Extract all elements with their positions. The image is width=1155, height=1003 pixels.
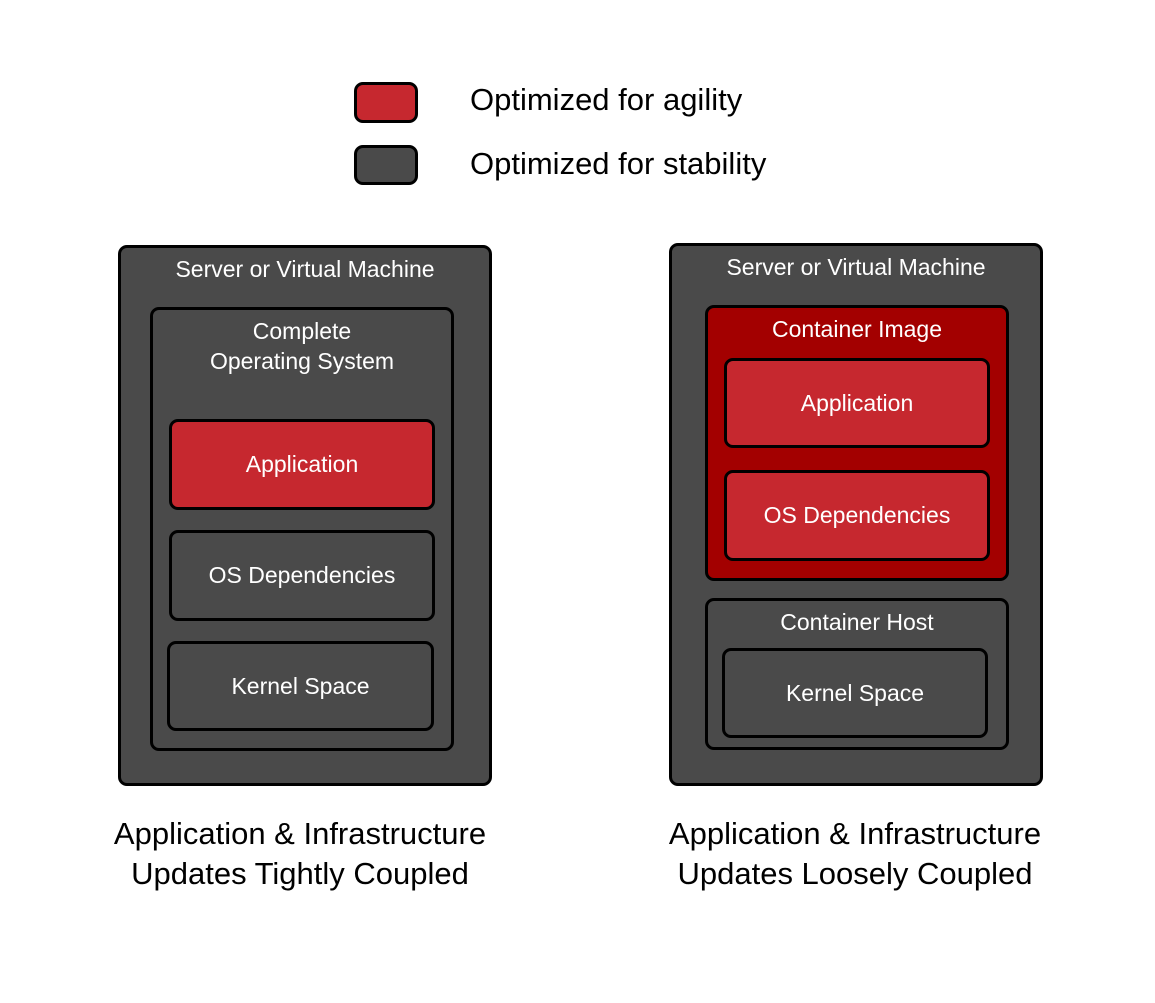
left-kernel-box: Kernel Space: [167, 641, 434, 731]
right-os-dependencies-label: OS Dependencies: [763, 502, 951, 528]
legend-swatch-agility: [354, 82, 418, 123]
right-container-image-label: Container Image: [771, 316, 943, 342]
right-container-host-label: Container Host: [780, 609, 934, 635]
legend-label-stability: Optimized for stability: [470, 146, 767, 181]
left-application-box: Application: [169, 419, 435, 510]
right-kernel-box: Kernel Space: [722, 648, 988, 738]
right-server-label: Server or Virtual Machine: [726, 254, 986, 280]
right-caption: Application & Infrastructure Updates Loo…: [668, 816, 1042, 891]
right-kernel-label: Kernel Space: [785, 679, 925, 706]
right-application-box: Application: [724, 358, 990, 448]
left-os-dependencies-box: OS Dependencies: [169, 530, 435, 621]
legend-swatch-stability: [354, 145, 418, 185]
left-kernel-label: Kernel Space: [231, 672, 370, 699]
left-os-label: Complete Operating System: [209, 318, 395, 374]
left-caption: Application & Infrastructure Updates Tig…: [113, 816, 487, 891]
left-application-label: Application: [245, 451, 359, 477]
right-application-label: Application: [800, 389, 914, 416]
left-server-label: Server or Virtual Machine: [175, 256, 435, 282]
right-os-dependencies-box: OS Dependencies: [724, 470, 990, 561]
left-os-dependencies-label: OS Dependencies: [208, 562, 396, 588]
legend-label-agility: Optimized for agility: [470, 82, 743, 117]
